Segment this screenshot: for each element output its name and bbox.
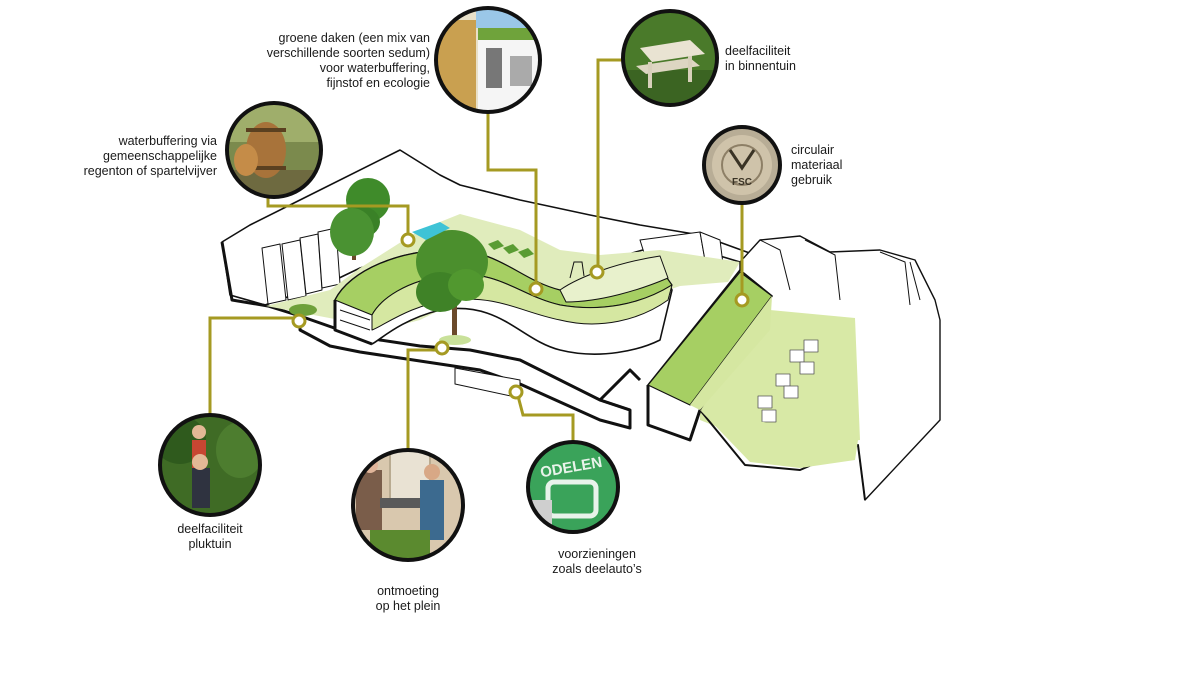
label-circulair: circulair materiaal gebruik	[791, 143, 843, 187]
marker-pluktuin	[291, 313, 307, 329]
marker-ontmoeting	[434, 340, 450, 356]
leader-lines	[208, 58, 744, 450]
label-waterbuffering: waterbuffering via gemeenschappelijke re…	[83, 134, 217, 178]
floor-lines	[339, 309, 371, 331]
street-base	[298, 314, 632, 430]
marker-waterbuffering	[400, 232, 416, 248]
leader-ontmoeting	[406, 348, 440, 450]
front-ground-strip	[700, 410, 858, 468]
right-roof-outlines	[759, 239, 921, 306]
right-street-outline	[598, 368, 642, 412]
rain-barrel-photo	[225, 101, 323, 199]
right-front-outline	[699, 409, 866, 501]
trees	[289, 178, 488, 345]
fsc-stamp: FSC	[732, 177, 752, 188]
bar-building-outline	[646, 385, 702, 442]
picnic-table-photo	[621, 9, 719, 107]
curved-stairs	[559, 255, 669, 303]
leader-pluktuin	[208, 316, 298, 415]
right-block	[598, 235, 941, 501]
pond	[412, 222, 450, 240]
tree-front	[416, 230, 488, 345]
curved-building-outline	[333, 300, 373, 346]
bush-left	[289, 304, 317, 316]
marker-binnentuin	[589, 264, 605, 280]
marker-circulair	[734, 292, 750, 308]
leader-deelautos	[516, 395, 575, 442]
roof-solar-panels	[488, 240, 534, 258]
bar-building-roof-light	[690, 296, 772, 410]
label-groene-daken: groene daken (een mix van verschillende …	[266, 31, 430, 90]
marker-deelautos	[508, 384, 524, 400]
swing	[569, 261, 585, 279]
courtyard-items	[412, 222, 585, 279]
marker-groene-daken	[528, 281, 544, 297]
curved-green-building	[333, 249, 673, 355]
left-block-outline	[220, 241, 301, 318]
label-deelautos: voorzieningen zoals deelauto’s	[552, 547, 642, 576]
orchard-photo	[158, 413, 262, 517]
leader-groene-daken	[486, 112, 538, 288]
green-roof-photo	[434, 6, 542, 114]
tree-back-center	[330, 208, 374, 260]
barbecue-photo	[351, 448, 465, 562]
label-pluktuin: deelfaciliteit pluktuin	[177, 522, 243, 551]
label-ontmoeting: ontmoeting op het plein	[375, 584, 441, 613]
leader-waterbuffering	[266, 196, 410, 236]
shared-car-parking-photo: ODELEN	[526, 440, 620, 534]
fsc-wood-photo: FSC	[702, 125, 782, 205]
leader-binnentuin	[596, 58, 624, 270]
leader-markers	[291, 232, 750, 400]
label-deelfaciliteit-binnentuin: deelfaciliteit in binnentuin	[725, 44, 796, 73]
